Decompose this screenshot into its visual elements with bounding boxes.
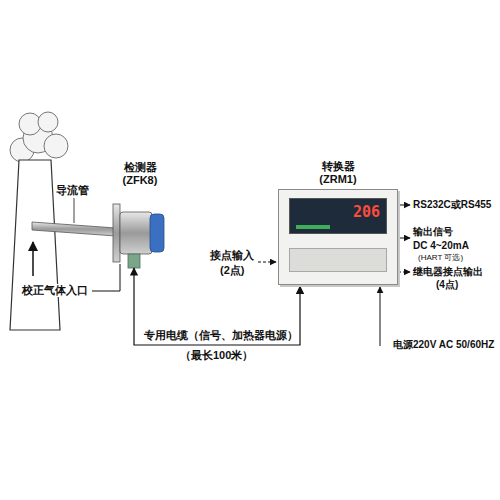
leader-line <box>92 264 120 291</box>
cable-connector <box>134 268 300 345</box>
indicator-bar <box>296 225 330 229</box>
relay-output-arrow <box>398 272 410 273</box>
model-number: (ZFK8) <box>108 174 172 187</box>
edge-label: 专用电缆（信号、加热器电源） <box>144 329 298 342</box>
flow-arrow <box>32 242 34 276</box>
power-spec: 电源220V AC 50/60HZ <box>393 339 494 351</box>
model-number: (ZRM1) <box>278 173 398 186</box>
cable-gland <box>128 254 140 268</box>
front-plate <box>289 248 387 272</box>
cable-length: （最长100米） <box>180 349 253 362</box>
analog-output-arrow <box>398 238 410 239</box>
node-heading: 转换器 <box>278 160 398 173</box>
part-name: 校正气体入口 <box>20 284 90 297</box>
part-name: 导流管 <box>56 184 89 197</box>
display-reading: 206 <box>296 203 380 221</box>
option-note: (HART 可选) <box>418 253 463 263</box>
converter-node: 转换器(ZRM1) 206 <box>278 160 398 285</box>
signal-name: 继电器接点输出 <box>413 266 483 278</box>
signal-name: 输出信号 <box>413 226 453 238</box>
guide-pipe <box>32 222 116 236</box>
chimney <box>10 160 60 330</box>
point-count: (4点) <box>436 279 458 291</box>
power-arrow <box>380 287 381 346</box>
point-count: (2点) <box>220 264 244 277</box>
leader-line <box>74 198 75 223</box>
detector-cap <box>150 214 164 252</box>
signal-name: RS232C或RS455 <box>413 199 491 211</box>
flange <box>113 204 120 262</box>
node-heading: 检测器 <box>108 161 172 174</box>
detector-node: 检测器(ZFK8) <box>108 161 172 268</box>
smoke <box>10 112 68 162</box>
contact-input-arrow <box>258 262 276 263</box>
signal-name: 接点输入 <box>210 249 254 262</box>
signal-name: DC 4~20mA <box>413 240 469 252</box>
converter-housing: 206 <box>278 189 398 285</box>
detector-body <box>120 212 152 254</box>
display-panel: 206 <box>289 198 387 234</box>
rs-output-arrow <box>398 205 410 206</box>
